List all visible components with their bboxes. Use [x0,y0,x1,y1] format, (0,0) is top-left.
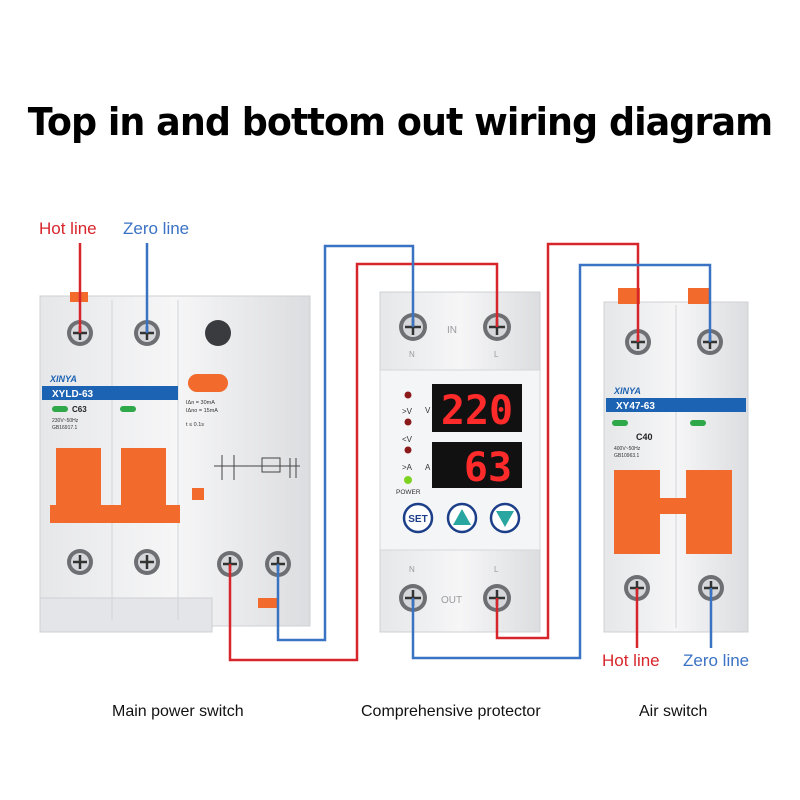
protector-set-label: SET [408,514,427,525]
main-screw-bottom-1 [67,549,93,575]
zero-line-label-bottom: Zero line [683,651,750,670]
protector-ind-over-v: >V [402,407,413,416]
protector-unit-v: V [425,406,431,415]
protector-bottom-n: N [409,565,415,574]
main-model: XYLD-63 [52,389,94,400]
protector-bottom-out: OUT [441,595,462,606]
protector-current-display [432,442,522,488]
protector-unit-a: A [425,463,431,472]
protector-current: 63 [464,445,512,491]
wire-hot-protector-to-air [495,242,640,640]
hot-line-label-top: Hot line [39,219,97,238]
main-spec3: IΔn = 30mA [186,400,215,406]
air-spec1: 400V~50Hz [614,446,641,452]
wire-hot-main-to-protector [228,262,499,662]
hot-line-label-bottom: Hot line [602,651,660,670]
main-test-button[interactable] [188,374,228,392]
protector-top-l: L [494,350,499,359]
main-spec1: 230V~50Hz [52,418,79,424]
air-lever-bar[interactable] [614,498,732,514]
protector-down-button[interactable] [489,502,521,534]
air-model: XY47-63 [616,401,655,412]
protector-set-button[interactable]: SET [402,502,434,534]
air-rating: C40 [636,432,653,442]
protector-power-label: POWER [396,489,421,496]
air-top-tab-left [618,288,640,304]
main-indicator-window [205,320,231,346]
air-switch: XINYA XY47-63 C40 400V~50Hz GB10963.1 [603,288,749,633]
main-brand: XINYA [49,374,77,384]
protector-top-in: IN [447,325,457,336]
protector-voltage-display [432,384,522,432]
caption-air-switch: Air switch [639,703,708,720]
main-rating: C63 [72,405,87,414]
main-reset-indicator [192,488,204,500]
down-arrow-icon [496,511,514,527]
air-brand: XINYA [613,386,641,396]
protector-top-n: N [409,350,415,359]
air-spec2: GB10963.1 [614,453,640,459]
diagram-title: Top in and bottom out wiring diagram [27,100,773,144]
wire-zero-protector-to-air [411,263,712,660]
protector-bottom-l: L [494,565,499,574]
main-schematic-symbol [214,455,300,480]
main-lever-bar[interactable] [50,505,180,523]
wire-zero-main-to-protector [276,244,415,642]
main-spec4: IΔno = 15mA [186,408,218,414]
air-top-tab-right [688,288,710,304]
protector-voltage: 220 [441,388,513,434]
caption-comprehensive-protector: Comprehensive protector [361,703,541,720]
protector-ind-over-a: >A [402,463,413,472]
main-power-switch: XINYA XYLD-63 C63 230V~50Hz GB16917.1 IΔ… [39,292,311,633]
main-screw-bottom-2 [134,549,160,575]
protector-ind-under-v: <V [402,435,413,444]
zero-line-label-top: Zero line [123,219,190,238]
caption-main-power-switch: Main power switch [112,703,244,720]
protector-up-button[interactable] [446,502,478,534]
up-arrow-icon [453,509,471,525]
main-spec2: GB16917.1 [52,425,78,431]
main-spec5: t ≤ 0.1s [186,422,204,428]
comprehensive-protector: IN N L >V <V >A POWER V A 220 63 SET N [379,291,541,633]
